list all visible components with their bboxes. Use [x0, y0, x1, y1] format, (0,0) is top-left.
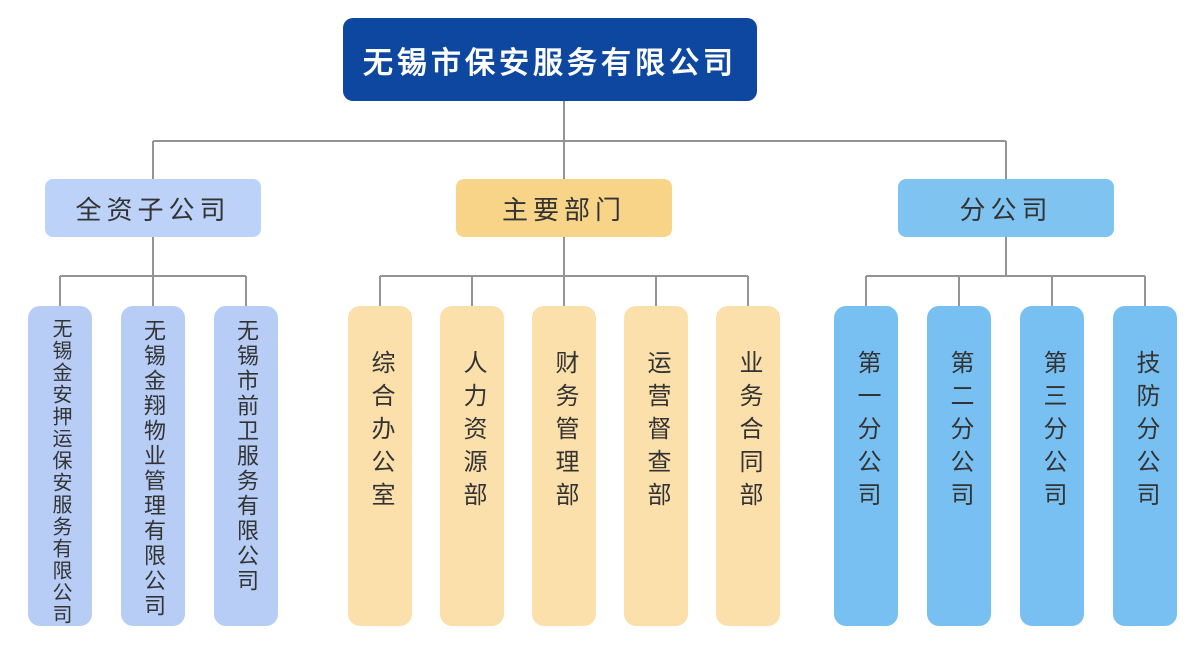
- leaf-node-label: 业务合同部: [735, 350, 762, 515]
- group-header-branches: 分公司: [898, 179, 1114, 237]
- leaf-node-label: 无锡金安押运保安服务有限公司: [49, 318, 71, 626]
- leaf-node-department: 财务管理部: [532, 306, 596, 626]
- leaf-node-label: 技防分公司: [1132, 350, 1159, 515]
- leaf-node-subsidiary: 无锡金翔物业管理有限公司: [121, 306, 185, 626]
- root-node: 无锡市保安服务有限公司: [343, 18, 757, 101]
- leaf-node-department: 业务合同部: [716, 306, 780, 626]
- leaf-node-label: 人力资源部: [459, 350, 486, 515]
- leaf-node-label: 第三分公司: [1039, 350, 1066, 515]
- group-header-label: 分公司: [959, 194, 1053, 225]
- group-header-subsidiaries: 全资子公司: [45, 179, 261, 237]
- leaf-node-label: 第二分公司: [946, 350, 973, 515]
- root-node-label: 无锡市保安服务有限公司: [363, 46, 737, 80]
- leaf-node-label: 无锡市前卫服务有限公司: [234, 319, 259, 594]
- leaf-node-department: 综合办公室: [348, 306, 412, 626]
- leaf-node-subsidiary: 无锡金安押运保安服务有限公司: [28, 306, 92, 626]
- leaf-node-label: 无锡金翔物业管理有限公司: [141, 319, 166, 619]
- leaf-node-branch: 第一分公司: [834, 306, 898, 626]
- group-header-label: 全资子公司: [75, 194, 231, 225]
- group-header-label: 主要部门: [501, 194, 626, 225]
- leaf-node-branch: 技防分公司: [1113, 306, 1177, 626]
- leaf-node-department: 运营督查部: [624, 306, 688, 626]
- leaf-node-department: 人力资源部: [440, 306, 504, 626]
- leaf-node-label: 综合办公室: [367, 350, 394, 515]
- group-header-departments: 主要部门: [456, 179, 672, 237]
- leaf-node-label: 运营督查部: [643, 350, 670, 515]
- leaf-node-label: 财务管理部: [551, 350, 578, 515]
- leaf-node-label: 第一分公司: [853, 350, 880, 515]
- leaf-node-subsidiary: 无锡市前卫服务有限公司: [214, 306, 278, 626]
- leaf-node-branch: 第三分公司: [1020, 306, 1084, 626]
- leaf-node-branch: 第二分公司: [927, 306, 991, 626]
